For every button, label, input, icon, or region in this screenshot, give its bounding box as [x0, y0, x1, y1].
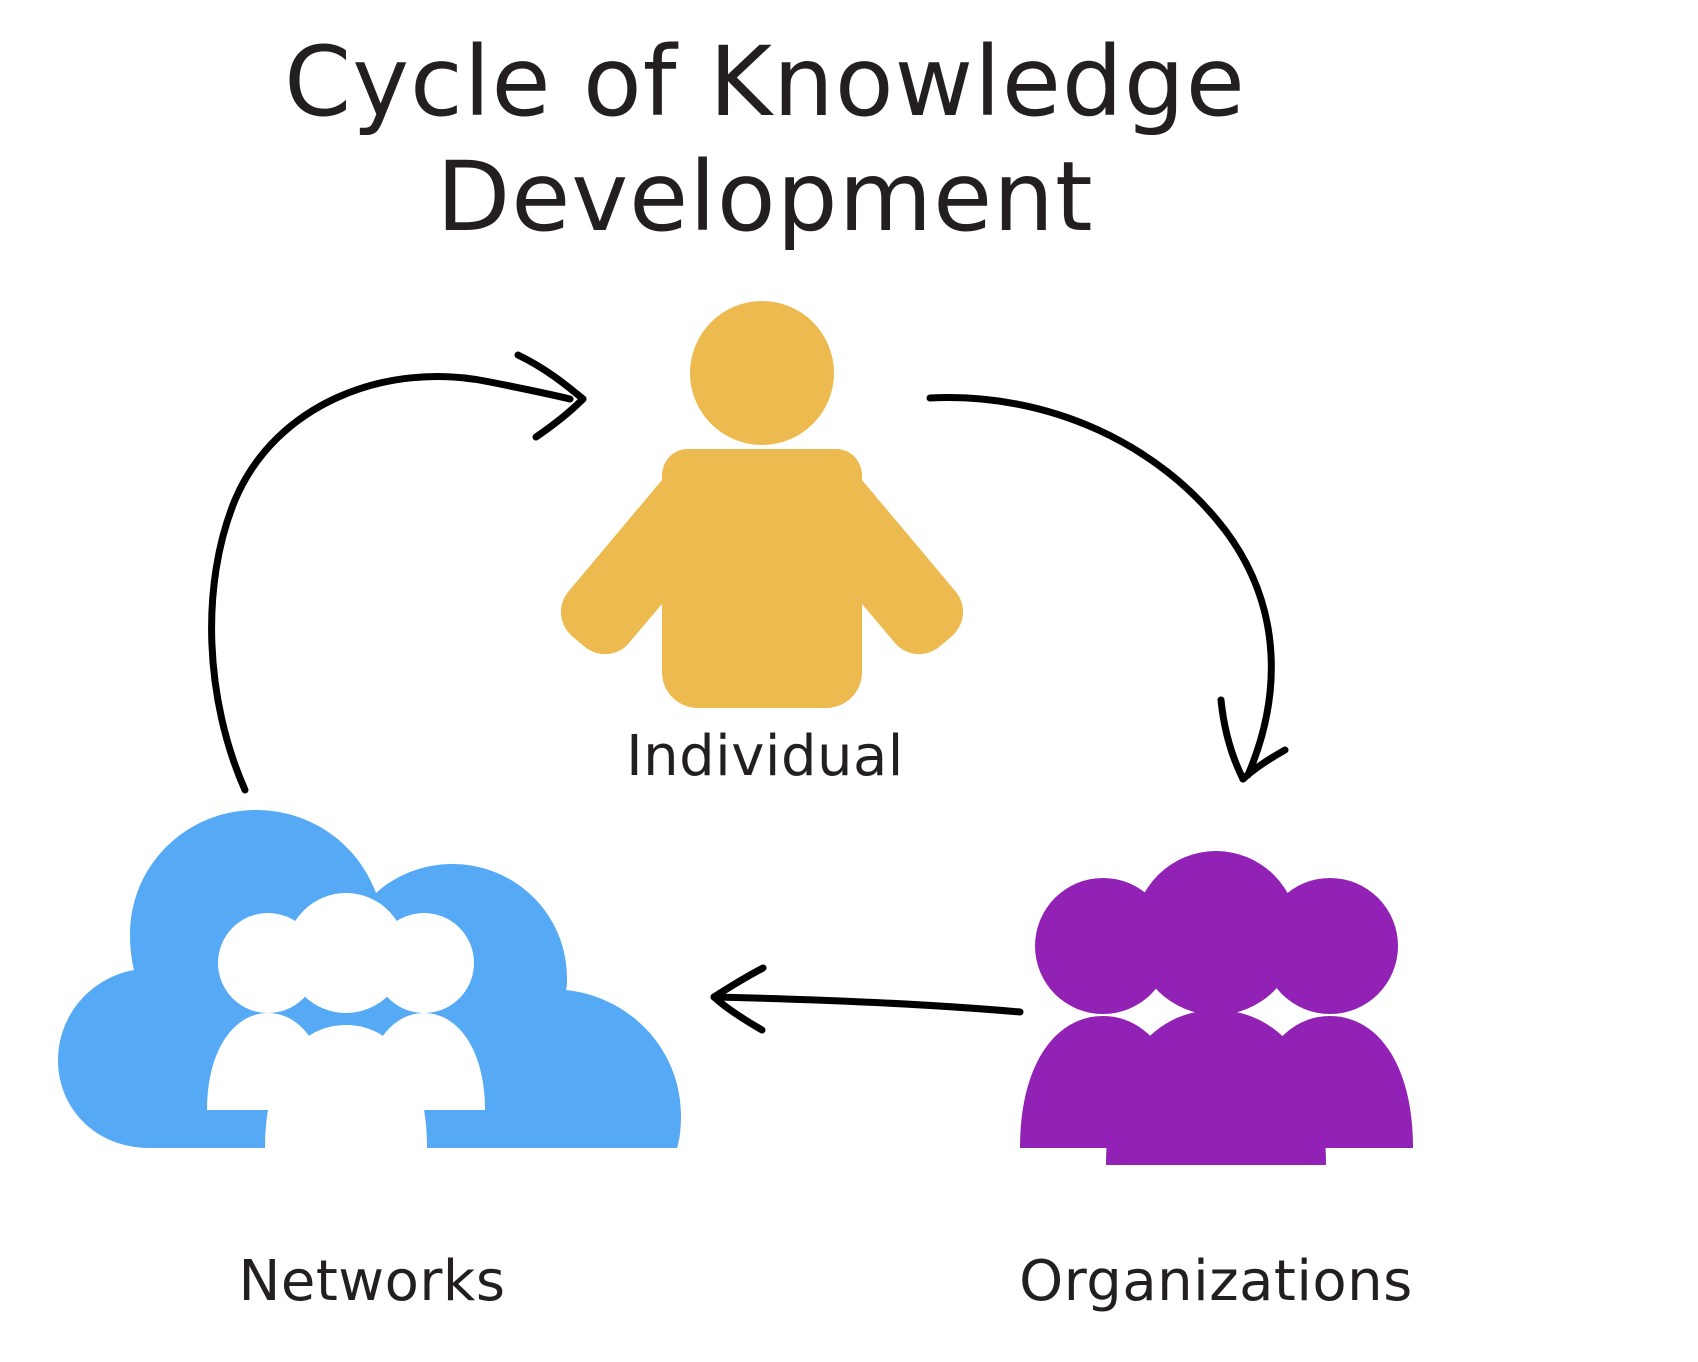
node-label-individual: Individual — [626, 724, 904, 789]
arrow-organizations-to-networks — [710, 964, 1024, 1034]
people-group-icon — [1020, 851, 1413, 1165]
node-label-organizations: Organizations — [1019, 1249, 1413, 1314]
arrow-networks-to-individual — [208, 351, 587, 794]
arrow-individual-to-organizations — [926, 394, 1289, 783]
node-individual[interactable]: Individual — [560, 301, 964, 789]
title-line-2: Development — [436, 141, 1093, 253]
cloud-people-icon — [58, 810, 681, 1148]
diagram-title: Cycle of Knowledge Development — [284, 26, 1246, 253]
title-line-1: Cycle of Knowledge — [284, 26, 1246, 138]
node-networks[interactable]: Networks — [58, 810, 681, 1314]
node-organizations[interactable]: Organizations — [1019, 851, 1413, 1314]
node-label-networks: Networks — [239, 1249, 506, 1314]
person-icon — [560, 301, 964, 708]
